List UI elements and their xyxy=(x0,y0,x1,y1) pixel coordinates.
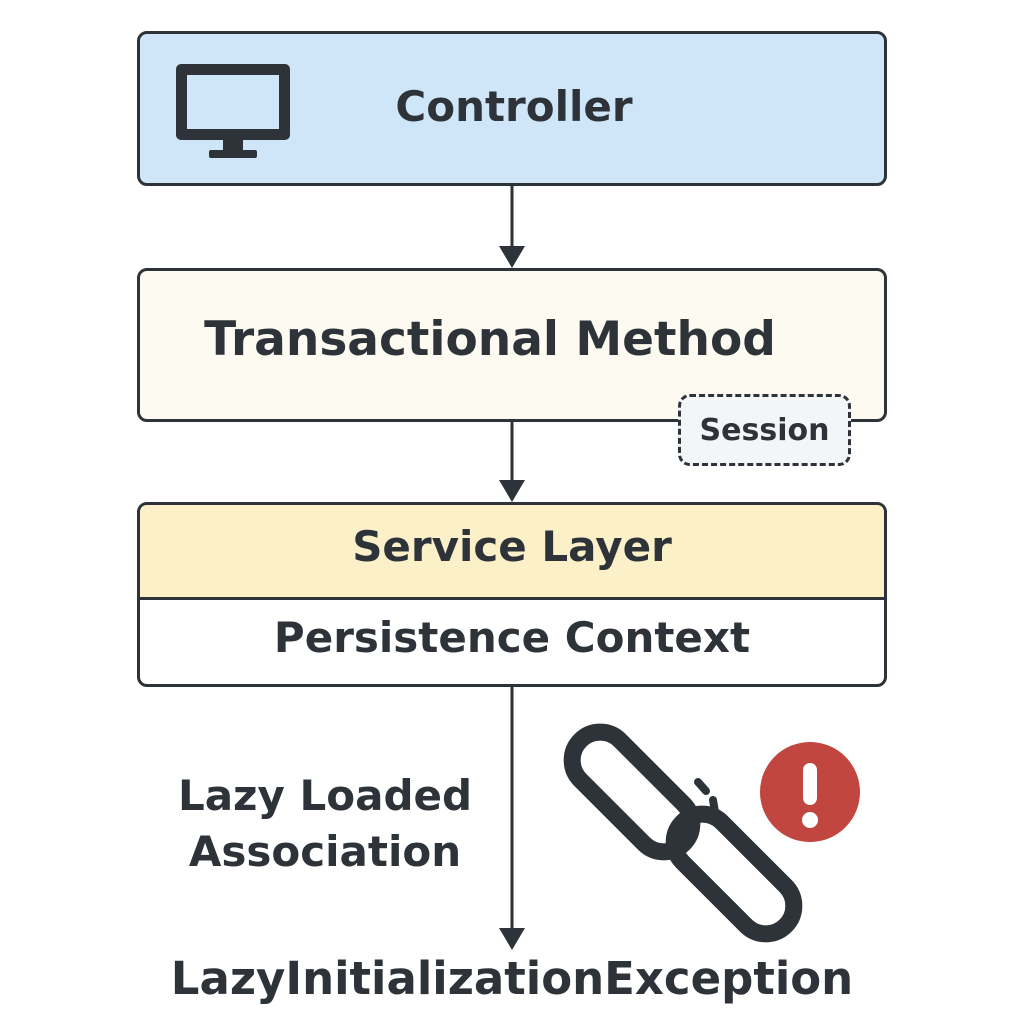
arrowhead-1 xyxy=(499,246,525,268)
lazy-association-label: Lazy Loaded Association xyxy=(177,771,473,876)
service-layer-band xyxy=(140,505,884,600)
exception-label: LazyInitializationException xyxy=(170,952,854,1005)
arrowhead-2 xyxy=(499,480,525,502)
persistence-context-label: Persistence Context xyxy=(273,613,751,662)
transactional-method-label: Transactional Method xyxy=(204,312,776,367)
controller-label: Controller xyxy=(395,82,633,131)
session-badge xyxy=(678,394,851,466)
session-label: Session xyxy=(699,413,830,448)
arrowhead-3 xyxy=(499,928,525,950)
service-layer-box xyxy=(137,502,887,687)
service-layer-label: Service Layer xyxy=(352,522,672,571)
